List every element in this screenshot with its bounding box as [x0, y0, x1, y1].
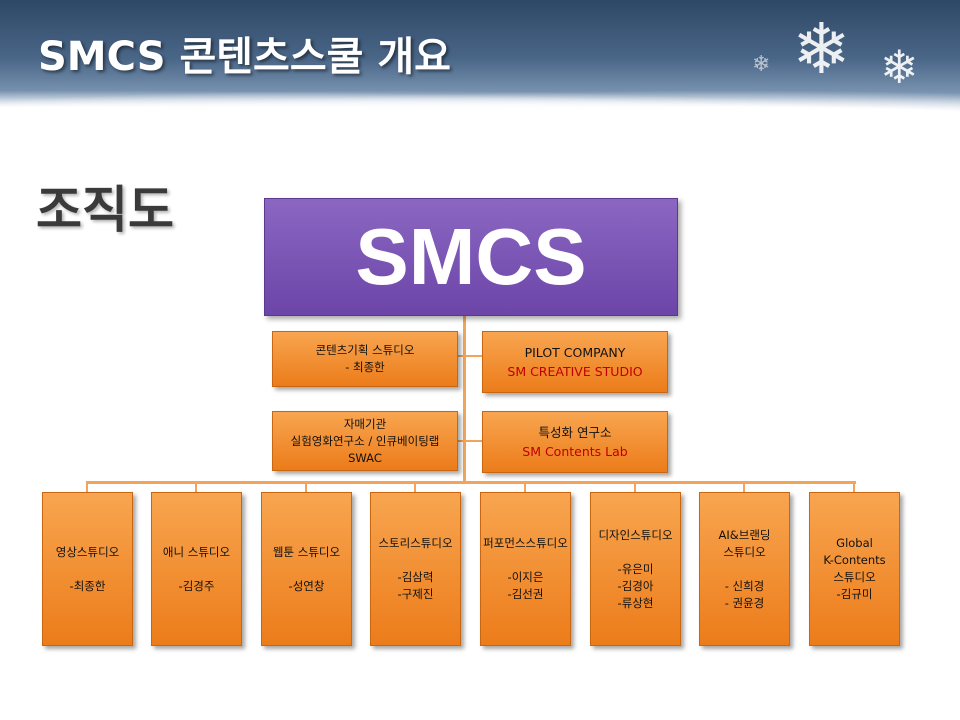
box-text-line: - 최종한 — [345, 360, 385, 374]
snow-decoration — [0, 90, 960, 130]
connector-line — [414, 483, 416, 493]
box-text-line: K-Contents — [823, 553, 886, 567]
snowflake-icon: ❄ — [752, 52, 771, 77]
box-text-line: -류상현 — [617, 595, 654, 610]
connector-line — [195, 483, 197, 493]
box-text-line: 웹툰 스튜디오 — [272, 544, 341, 559]
box-subtitle: SM CREATIVE STUDIO — [507, 364, 643, 379]
studio-box: 영상스튜디오 -최종한 — [42, 492, 133, 646]
connector-line — [463, 314, 466, 482]
box-text-line: 스튜디오 — [723, 544, 766, 559]
header-banner: SMCS 콘텐츠스쿨 개요 ❄ ❄ ❄ — [0, 0, 960, 130]
snowflake-icon: ❄ — [880, 40, 919, 94]
box-text-line: PILOT COMPANY — [524, 345, 626, 360]
studio-box: 웹툰 스튜디오 -성연창 — [261, 492, 352, 646]
studio-box: 애니 스튜디오 -김경주 — [151, 492, 242, 646]
box-text-line: -김경아 — [617, 578, 654, 593]
box-text-line: - 신희경 — [724, 578, 765, 593]
box-text-line: 퍼포먼스스튜디오 — [483, 536, 568, 550]
snowflake-icon: ❄ — [792, 8, 851, 90]
side-box: 특성화 연구소 SM Contents Lab — [482, 411, 668, 473]
box-text-line: -김규미 — [836, 587, 873, 601]
box-text-line: 실험영화연구소 / 인큐베이팅랩 — [290, 433, 440, 448]
box-text-line: 애니 스튜디오 — [162, 544, 231, 559]
studio-box: 디자인스튜디오 -유은미 -김경아 -류상현 — [590, 492, 681, 646]
org-root-box: SMCS — [264, 198, 678, 316]
studio-box: 퍼포먼스스튜디오 -이지은 -김선권 — [480, 492, 571, 646]
box-text-line: 스튜디오 — [833, 570, 876, 584]
connector-line — [305, 483, 307, 493]
connector-line — [456, 440, 482, 442]
box-text-line — [634, 544, 638, 561]
box-text-line: 콘텐츠기획 스튜디오 — [315, 343, 415, 357]
box-text-line: -김선권 — [507, 587, 544, 601]
box-text-line — [743, 561, 747, 578]
box-text-line: 영상스튜디오 — [55, 544, 120, 559]
box-text-line: - 권윤경 — [724, 595, 765, 610]
box-text-line: AI&브랜딩 — [718, 527, 771, 542]
box-text-line: 특성화 연구소 — [538, 425, 612, 440]
box-text-line: 디자인스튜디오 — [598, 527, 673, 542]
box-text-line — [305, 561, 309, 578]
connector-line — [853, 483, 855, 493]
connector-line — [634, 483, 636, 493]
box-text-line: -이지은 — [507, 570, 544, 584]
slide-title: SMCS 콘텐츠스쿨 개요 — [38, 34, 451, 80]
connector-line — [86, 481, 856, 484]
side-box: 콘텐츠기획 스튜디오 - 최종한 — [272, 331, 458, 387]
box-text-line: SWAC — [348, 450, 382, 465]
side-box: PILOT COMPANY SM CREATIVE STUDIO — [482, 331, 668, 393]
box-text-line: 스토리스튜디오 — [378, 536, 453, 550]
section-title: 조직도 — [36, 181, 174, 239]
box-text-line — [414, 552, 418, 569]
box-text-line: -최종한 — [69, 578, 106, 593]
box-text-line: -유은미 — [617, 561, 654, 576]
box-text-line: 자매기관 — [343, 416, 387, 431]
box-text-line: -구제진 — [397, 587, 434, 601]
box-text-line: -김삼력 — [397, 570, 434, 584]
studio-box: 스토리스튜디오 -김삼력 -구제진 — [370, 492, 461, 646]
box-text-line: -성연창 — [288, 578, 325, 593]
connector-line — [743, 483, 745, 493]
connector-line — [456, 355, 482, 357]
box-text-line — [86, 561, 90, 578]
box-text-line: -김경주 — [178, 578, 215, 593]
box-text-line — [195, 561, 199, 578]
box-subtitle: SM Contents Lab — [522, 444, 628, 459]
connector-line — [524, 483, 526, 493]
connector-line — [86, 483, 88, 493]
box-text-line: Global — [836, 536, 873, 550]
box-text-line — [524, 552, 528, 569]
